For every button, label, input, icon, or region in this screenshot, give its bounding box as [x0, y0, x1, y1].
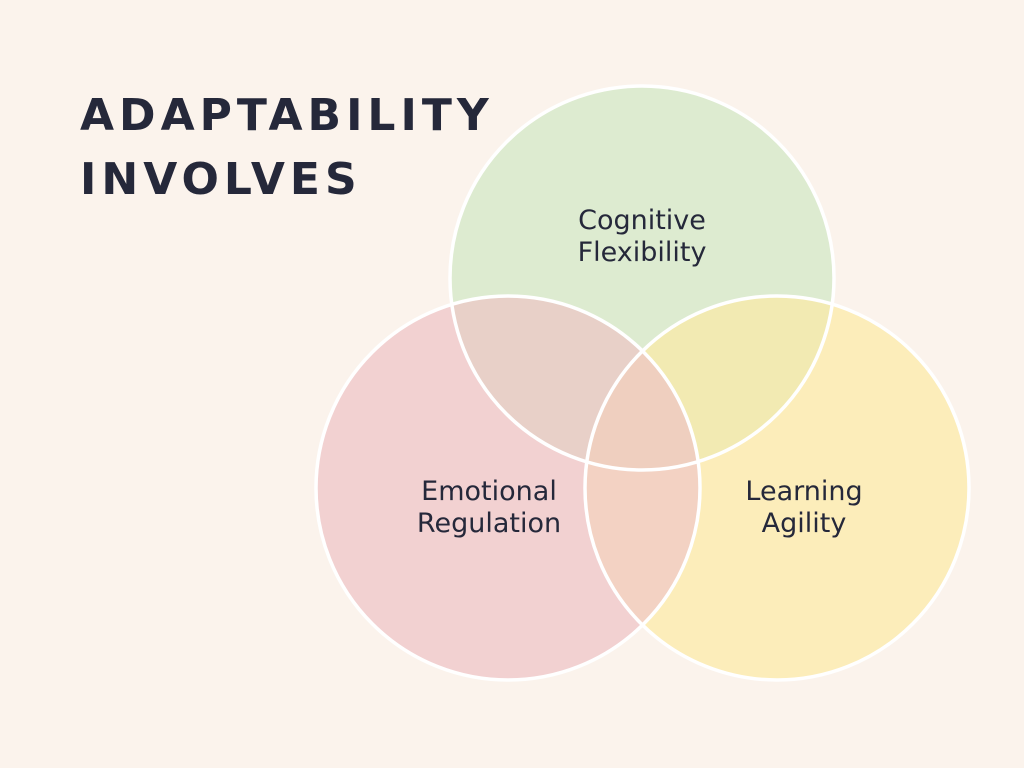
- overlap-cognitive-emotional-group: [450, 296, 700, 470]
- outline-cognitive: [448, 84, 836, 472]
- title-line-1: ADAPTABILITY: [80, 90, 494, 141]
- outline-learning: [583, 294, 971, 682]
- overlap-cognitive-learning: [585, 296, 834, 470]
- label-emotional-line-1: Emotional: [421, 476, 557, 507]
- outline-emotional: [314, 294, 702, 682]
- title-line-2: INVOLVES: [80, 154, 362, 205]
- label-cognitive-line-1: Cognitive: [578, 205, 706, 236]
- slide-title: ADAPTABILITY INVOLVES: [80, 84, 500, 212]
- label-cognitive-line-2: Flexibility: [578, 237, 707, 268]
- overlap-cognitive-emotional: [450, 296, 700, 470]
- circle-outlines: [314, 84, 971, 682]
- label-learning-line-2: Agility: [762, 508, 847, 539]
- overlap-cognitive-learning-group: [585, 296, 834, 470]
- label-learning-line-1: Learning: [745, 476, 862, 507]
- label-emotional-line-2: Regulation: [417, 508, 561, 539]
